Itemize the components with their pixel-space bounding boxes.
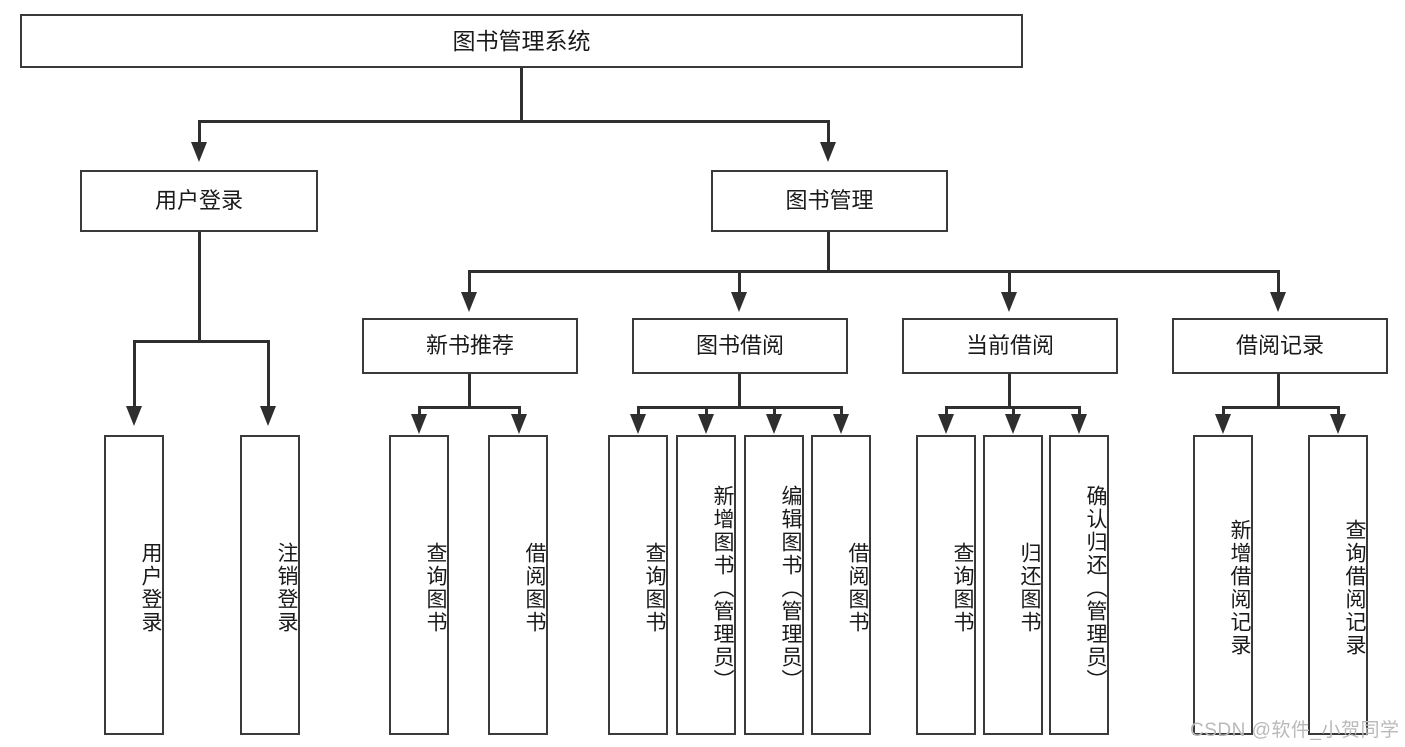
leaf-return-book[interactable]: 归还图书	[983, 435, 1043, 735]
leaf-borrow-book-1[interactable]: 借阅图书	[488, 435, 548, 735]
node-current-borrow[interactable]: 当前借阅	[902, 318, 1118, 374]
connector-to-borrow-record	[1277, 270, 1280, 294]
arrow-leaf-user-login	[126, 406, 142, 426]
leaf-borrow-book-2-label: 借阅图书	[846, 542, 869, 634]
connector-book-borrow-bar	[637, 406, 843, 409]
leaf-query-book-2[interactable]: 查询图书	[608, 435, 668, 735]
leaf-user-login-label: 用户登录	[139, 542, 162, 634]
connector-to-book-management	[827, 120, 830, 144]
arrow-leaf-borrow-book-2	[833, 414, 849, 434]
connector-current-borrow-1	[945, 406, 948, 420]
connector-new-book-r	[518, 406, 521, 420]
connector-level2-bar	[198, 120, 830, 123]
connector-to-new-book-recommend	[468, 270, 471, 294]
connector-new-book-stem	[468, 374, 471, 408]
leaf-query-book-3-label: 查询图书	[951, 542, 974, 634]
arrow-leaf-add-record	[1215, 414, 1231, 434]
leaf-logout-login[interactable]: 注销登录	[240, 435, 300, 735]
arrow-leaf-borrow-book-1	[511, 414, 527, 434]
node-root-label: 图书管理系统	[452, 27, 591, 54]
leaf-edit-book-label: 编辑图书（管理员）	[779, 484, 802, 692]
connector-user-login-right	[267, 340, 270, 408]
arrow-to-book-borrow	[731, 292, 747, 312]
leaf-query-book-1-label: 查询图书	[424, 542, 447, 634]
leaf-add-record[interactable]: 新增借阅记录	[1193, 435, 1253, 735]
connector-user-login-left	[133, 340, 136, 408]
leaf-query-book-1[interactable]: 查询图书	[389, 435, 449, 735]
arrow-leaf-confirm-return	[1071, 414, 1087, 434]
connector-current-borrow-2	[1012, 406, 1015, 420]
node-new-book-recommend-label: 新书推荐	[425, 333, 514, 359]
leaf-add-book-label: 新增图书（管理员）	[711, 484, 734, 692]
node-user-login[interactable]: 用户登录	[80, 170, 318, 232]
arrow-to-current-borrow	[1001, 292, 1017, 312]
connector-to-current-borrow	[1008, 270, 1011, 294]
connector-to-user-login	[198, 120, 201, 144]
connector-borrow-record-r	[1337, 406, 1340, 420]
arrow-leaf-query-book-2	[630, 414, 646, 434]
node-book-borrow[interactable]: 图书借阅	[632, 318, 848, 374]
arrow-to-book-management	[820, 142, 836, 162]
node-root-system[interactable]: 图书管理系统	[20, 14, 1023, 68]
connector-level3-bar	[468, 270, 1280, 273]
leaf-borrow-book-1-label: 借阅图书	[523, 542, 546, 634]
arrow-leaf-return-book	[1005, 414, 1021, 434]
node-book-borrow-label: 图书借阅	[695, 333, 784, 359]
leaf-user-login[interactable]: 用户登录	[104, 435, 164, 735]
node-borrow-record-label: 借阅记录	[1235, 333, 1324, 359]
csdn-watermark: CSDN @软件_小贺同学	[1190, 720, 1400, 741]
node-current-borrow-label: 当前借阅	[965, 333, 1054, 359]
leaf-add-book[interactable]: 新增图书（管理员）	[676, 435, 736, 735]
leaf-add-record-label: 新增借阅记录	[1228, 519, 1251, 657]
connector-book-borrow-4	[840, 406, 843, 420]
leaf-query-record-label: 查询借阅记录	[1343, 519, 1366, 657]
arrow-leaf-query-book-1	[411, 414, 427, 434]
arrow-leaf-query-book-3	[938, 414, 954, 434]
leaf-confirm-return-label: 确认归还（管理员）	[1084, 484, 1107, 692]
leaf-query-record[interactable]: 查询借阅记录	[1308, 435, 1368, 735]
connector-current-borrow-stem	[1008, 374, 1011, 408]
arrow-to-borrow-record	[1270, 292, 1286, 312]
arrow-leaf-logout-login	[260, 406, 276, 426]
connector-user-login-stem	[198, 232, 201, 342]
connector-borrow-record-stem	[1277, 374, 1280, 408]
connector-book-management-stem	[827, 232, 830, 272]
arrow-to-new-book-recommend	[461, 292, 477, 312]
connector-new-book-l	[418, 406, 421, 420]
leaf-edit-book[interactable]: 编辑图书（管理员）	[744, 435, 804, 735]
arrow-leaf-edit-book	[766, 414, 782, 434]
connector-to-book-borrow	[738, 270, 741, 294]
arrow-leaf-add-book	[698, 414, 714, 434]
node-book-management[interactable]: 图书管理	[711, 170, 948, 232]
node-book-management-label: 图书管理	[785, 188, 874, 214]
connector-book-borrow-stem	[738, 374, 741, 408]
node-new-book-recommend[interactable]: 新书推荐	[362, 318, 578, 374]
arrow-leaf-query-record	[1330, 414, 1346, 434]
arrow-to-user-login	[191, 142, 207, 162]
leaf-logout-login-label: 注销登录	[275, 542, 298, 634]
connector-borrow-record-l	[1222, 406, 1225, 420]
leaf-confirm-return[interactable]: 确认归还（管理员）	[1049, 435, 1109, 735]
connector-root-stem	[520, 68, 523, 122]
connector-new-book-bar	[418, 406, 521, 409]
node-user-login-label: 用户登录	[154, 188, 243, 214]
leaf-query-book-2-label: 查询图书	[643, 542, 666, 634]
leaf-return-book-label: 归还图书	[1018, 542, 1041, 634]
connector-book-borrow-1	[637, 406, 640, 420]
leaf-borrow-book-2[interactable]: 借阅图书	[811, 435, 871, 735]
leaf-query-book-3[interactable]: 查询图书	[916, 435, 976, 735]
connector-user-login-bar	[133, 340, 270, 343]
connector-book-borrow-2	[705, 406, 708, 420]
connector-borrow-record-bar	[1222, 406, 1340, 409]
node-borrow-record[interactable]: 借阅记录	[1172, 318, 1388, 374]
connector-current-borrow-3	[1078, 406, 1081, 420]
connector-book-borrow-3	[773, 406, 776, 420]
